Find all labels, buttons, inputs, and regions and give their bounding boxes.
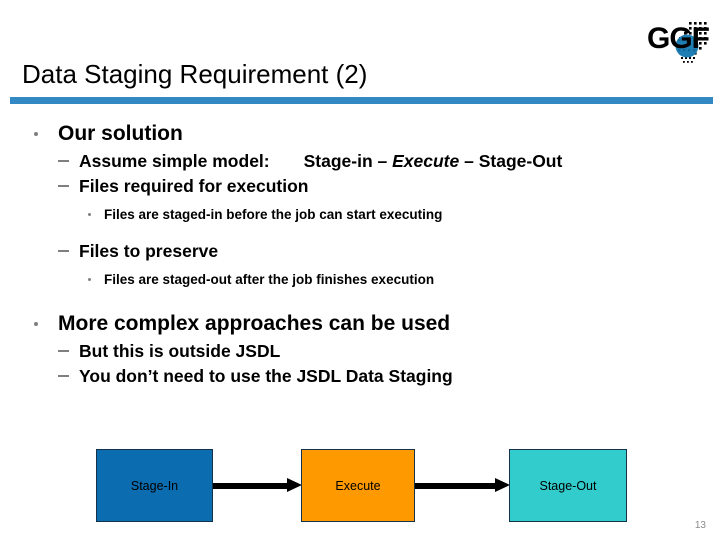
diagram-node-label: Stage-Out [539, 478, 597, 493]
diagram-arrow-execute-to-stage-out [415, 478, 510, 492]
diagram-node-execute: Execute [301, 449, 415, 522]
bullet-outside-jsdl: But this is outside JSDL [0, 341, 720, 362]
title-underline [10, 97, 713, 104]
bullet-our-solution: Our solution [0, 121, 720, 147]
diagram-node-stage-in: Stage-In [96, 449, 213, 522]
bullet-more-complex-approaches: More complex approaches can be used [0, 311, 720, 337]
bullet-text: Our solution [58, 122, 183, 145]
bullet-files-required: Files required for execution [0, 176, 720, 197]
bullet-text: Files are staged-in before the job can s… [104, 207, 443, 222]
bullet-text: You don’t need to use the JSDL Data Stag… [79, 366, 453, 386]
bullet-text-execute-italic: Execute [392, 151, 460, 171]
diagram-arrow-stage-in-to-execute [213, 478, 302, 492]
bullet-dot-icon [34, 132, 38, 136]
bullet-files-staged-in: Files are staged-in before the job can s… [0, 206, 720, 223]
dash-bullet-icon [58, 350, 69, 352]
bullet-dot-icon [34, 322, 38, 326]
bullet-dot-icon [88, 278, 91, 281]
bullet-text: Files are staged-out after the job finis… [104, 272, 435, 287]
spacer [0, 288, 720, 302]
bullet-text: More complex approaches can be used [58, 312, 451, 335]
arrow-shaft [213, 483, 288, 489]
bullet-files-to-preserve: Files to preserve [0, 241, 720, 262]
bullet-no-need-jsdl-data-staging: You don’t need to use the JSDL Data Stag… [0, 366, 720, 387]
bullet-text: Files to preserve [79, 241, 219, 261]
svg-text:GGF: GGF [647, 22, 710, 55]
bullet-dot-icon [88, 213, 91, 216]
spacer [0, 223, 720, 237]
page-number: 13 [694, 520, 706, 531]
bullet-text-stage-out: – Stage-Out [459, 151, 563, 171]
arrow-head-icon [287, 478, 302, 492]
diagram-node-label: Stage-In [130, 478, 179, 493]
bullet-text-stage-in: Stage-in – [303, 151, 393, 171]
bullet-assume-simple-model: Assume simple model: Stage-in – Execute –… [0, 151, 720, 172]
bullet-text: Files required for execution [79, 176, 309, 196]
slide-body: Our solution Assume simple model: Stage-i… [0, 112, 720, 387]
diagram-node-stage-out: Stage-Out [509, 449, 627, 522]
page-title: Data Staging Requirement (2) [22, 59, 368, 89]
dash-bullet-icon [58, 185, 69, 187]
staging-flow-diagram: Stage-In Execute Stage-Out [0, 449, 720, 525]
arrow-shaft [415, 483, 496, 489]
diagram-node-label: Execute [335, 478, 381, 493]
bullet-text-lead: Assume simple model: [79, 151, 270, 171]
arrow-head-icon [495, 478, 510, 492]
bullet-files-staged-out: Files are staged-out after the job finis… [0, 271, 720, 288]
ggf-logo: GGF [645, 8, 713, 70]
bullet-text: But this is outside JSDL [79, 341, 281, 361]
dash-bullet-icon [58, 375, 69, 377]
dash-bullet-icon [58, 160, 69, 162]
dash-bullet-icon [58, 250, 69, 252]
